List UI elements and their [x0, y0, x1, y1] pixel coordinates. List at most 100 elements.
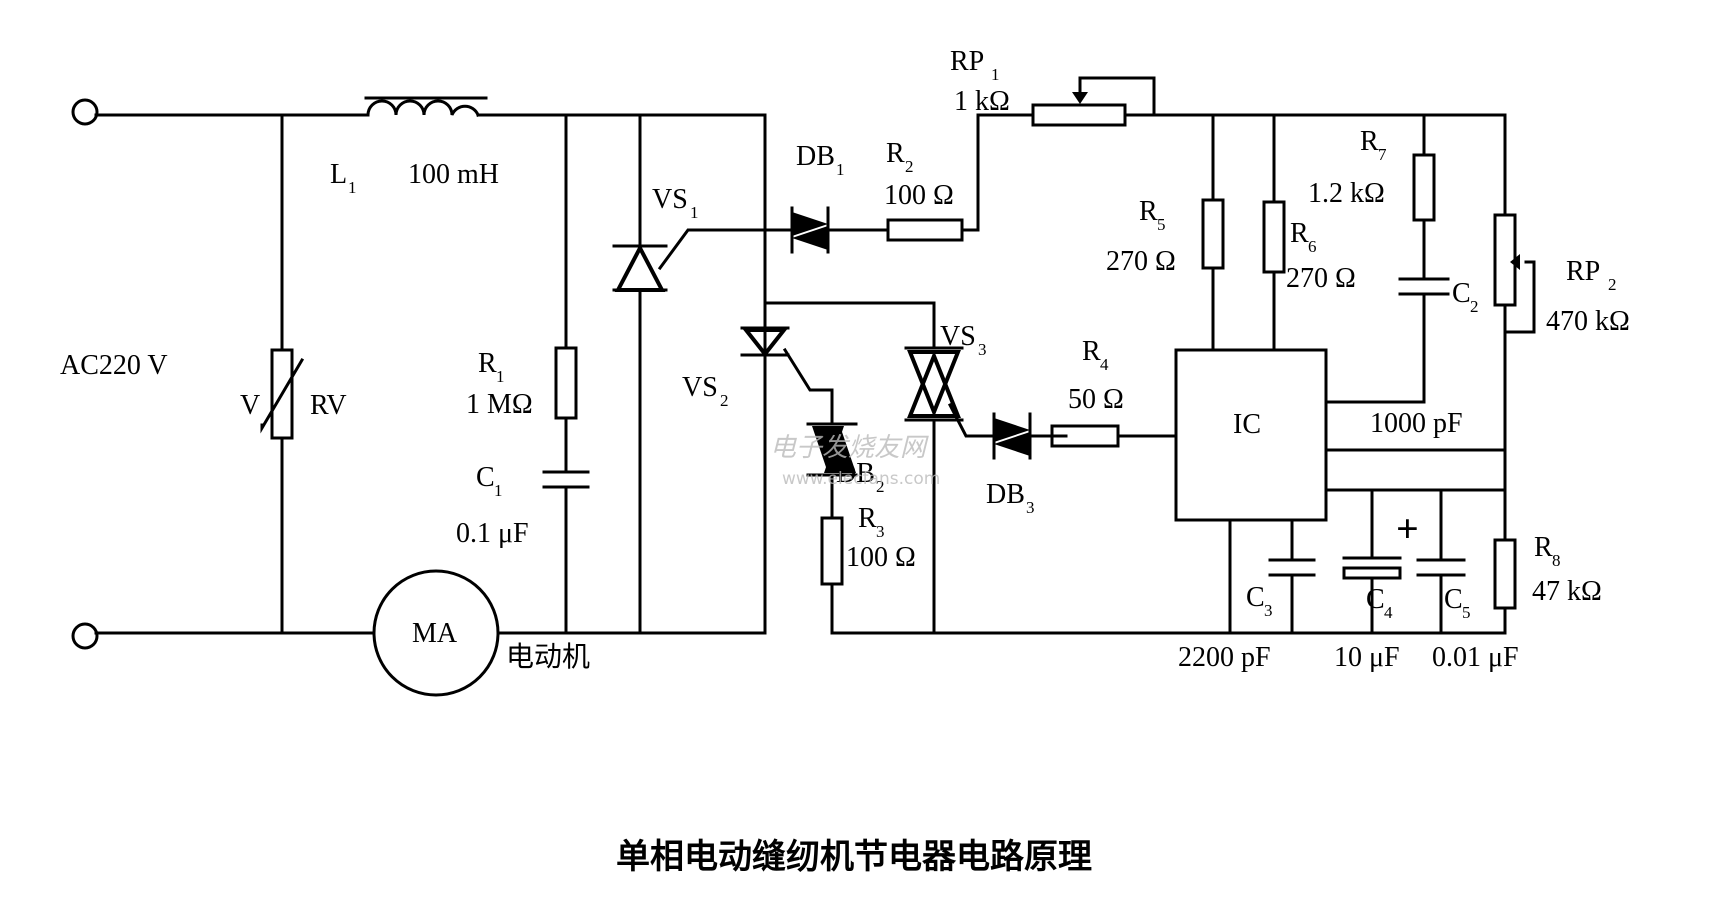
diagram-caption: 单相电动缝纫机节电器电路原理 [616, 837, 1092, 877]
db3-name: DB [986, 479, 1025, 510]
triac-vs3: VS 3 [904, 321, 987, 422]
l1-name: L [330, 159, 347, 190]
diac-db3: DB 3 [970, 412, 1054, 517]
rv-name: RV [310, 390, 347, 421]
c5-sub: 5 [1462, 603, 1471, 622]
capacitor-c2: C 2 1000 pF [1370, 277, 1479, 439]
r4-value: 50 Ω [1068, 384, 1124, 415]
c1-sub: 1 [494, 481, 503, 500]
vs2-name: VS [682, 372, 718, 403]
r8-sub: 8 [1552, 551, 1561, 570]
watermark-cn: 电子发烧友网 [770, 433, 929, 463]
resistor-r7: R 7 1.2 kΩ [1308, 126, 1436, 222]
r3-name: R [858, 503, 877, 534]
r3-sub: 3 [876, 522, 885, 541]
vs3-sub: 3 [978, 340, 987, 359]
r2-value: 100 Ω [884, 180, 954, 211]
r4-sub: 4 [1100, 355, 1109, 374]
r1-sub: 1 [496, 367, 505, 386]
resistor-r8: R 8 47 kΩ [1493, 532, 1602, 610]
c4-name: C [1366, 584, 1385, 615]
r7-sub: 7 [1378, 145, 1387, 164]
db2-name: DB [836, 458, 875, 489]
r6-value: 270 Ω [1286, 263, 1356, 294]
rp2-name: RP [1566, 256, 1600, 287]
capacitor-c5: C 5 0.01 μF [1416, 558, 1519, 673]
c1-value: 0.1 μF [456, 518, 529, 549]
triac-vs2: VS 2 [682, 326, 790, 410]
motor-desc: 电动机 [506, 641, 590, 673]
r3-value: 100 Ω [846, 542, 916, 573]
resistor-r3: R 3 100 Ω [820, 503, 916, 586]
motor-ma: MA 电动机 [372, 569, 590, 697]
varistor-rv: V RV [240, 348, 347, 440]
resistor-r6: R 6 270 Ω [1262, 200, 1356, 294]
c2-sub: 2 [1470, 297, 1479, 316]
l1-sub: 1 [348, 178, 357, 197]
c5-value: 0.01 μF [1432, 642, 1519, 673]
diac-db2: DB 2 [806, 422, 885, 496]
c4-value: 10 μF [1334, 642, 1400, 673]
r2-name: R [886, 138, 905, 169]
terminal-bottom [71, 622, 99, 650]
watermark-url: www.elecfans.com [782, 469, 940, 489]
rp2-value: 470 kΩ [1546, 306, 1630, 337]
c3-name: C [1246, 582, 1265, 613]
resistor-r1: R 1 1 MΩ [466, 346, 578, 420]
motor-name: MA [412, 618, 458, 649]
rv-mark: V [240, 390, 260, 421]
db1-name: DB [796, 141, 835, 172]
c4-polarity: + [1396, 506, 1419, 551]
diac-db1: DB 1 [768, 141, 852, 254]
vs1-name: VS [652, 184, 688, 215]
r8-value: 47 kΩ [1532, 576, 1602, 607]
r4-name: R [1082, 336, 1101, 367]
vs2-sub: 2 [720, 391, 729, 410]
vs3-name: VS [940, 321, 976, 352]
resistor-r4: R 4 50 Ω [1050, 336, 1124, 448]
potentiometer-rp1: RP 1 1 kΩ [950, 46, 1127, 127]
r1-name: R [478, 348, 497, 379]
r5-name: R [1139, 196, 1158, 227]
wiring [94, 76, 1536, 635]
terminal-top [71, 98, 99, 126]
source-label: AC220 V [60, 350, 168, 381]
integrated-circuit: IC [1174, 348, 1328, 522]
c2-value: 1000 pF [1370, 408, 1463, 439]
capacitor-c4: + C 4 10 μF [1334, 506, 1419, 673]
db3-sub: 3 [1026, 498, 1035, 517]
capacitor-c3: C 3 2200 pF [1178, 558, 1316, 673]
c1-name: C [476, 462, 495, 493]
rp1-name: RP [950, 46, 984, 77]
c5-name: C [1444, 584, 1463, 615]
r7-name: R [1360, 126, 1379, 157]
r7-value: 1.2 kΩ [1308, 178, 1385, 209]
watermark: 电子发烧友网 www.elecfans.com [770, 433, 940, 489]
db1-sub: 1 [836, 160, 845, 179]
c3-sub: 3 [1264, 601, 1273, 620]
inductor-l1: L 1 100 mH [330, 96, 499, 197]
l1-value: 100 mH [408, 159, 499, 190]
r6-name: R [1290, 218, 1309, 249]
potentiometer-rp2: RP 2 470 kΩ [1493, 213, 1630, 337]
r8-name: R [1534, 532, 1553, 563]
rp1-value: 1 kΩ [954, 86, 1010, 117]
capacitor-c1: C 1 0.1 μF [456, 462, 590, 549]
r1-value: 1 MΩ [466, 389, 533, 420]
r6-sub: 6 [1308, 237, 1317, 256]
r5-value: 270 Ω [1106, 246, 1176, 277]
rp1-sub: 1 [991, 65, 1000, 84]
db2-sub: 2 [876, 477, 885, 496]
rp2-sub: 2 [1608, 275, 1617, 294]
r5-sub: 5 [1157, 215, 1166, 234]
resistor-r2: R 2 100 Ω [884, 138, 964, 242]
c3-value: 2200 pF [1178, 642, 1271, 673]
input-terminals: AC220 V [60, 98, 168, 650]
c4-sub: 4 [1384, 603, 1393, 622]
resistor-r5: R 5 270 Ω [1106, 196, 1225, 277]
r2-sub: 2 [905, 157, 914, 176]
c2-name: C [1452, 278, 1471, 309]
triac-vs1: VS 1 [612, 184, 699, 292]
